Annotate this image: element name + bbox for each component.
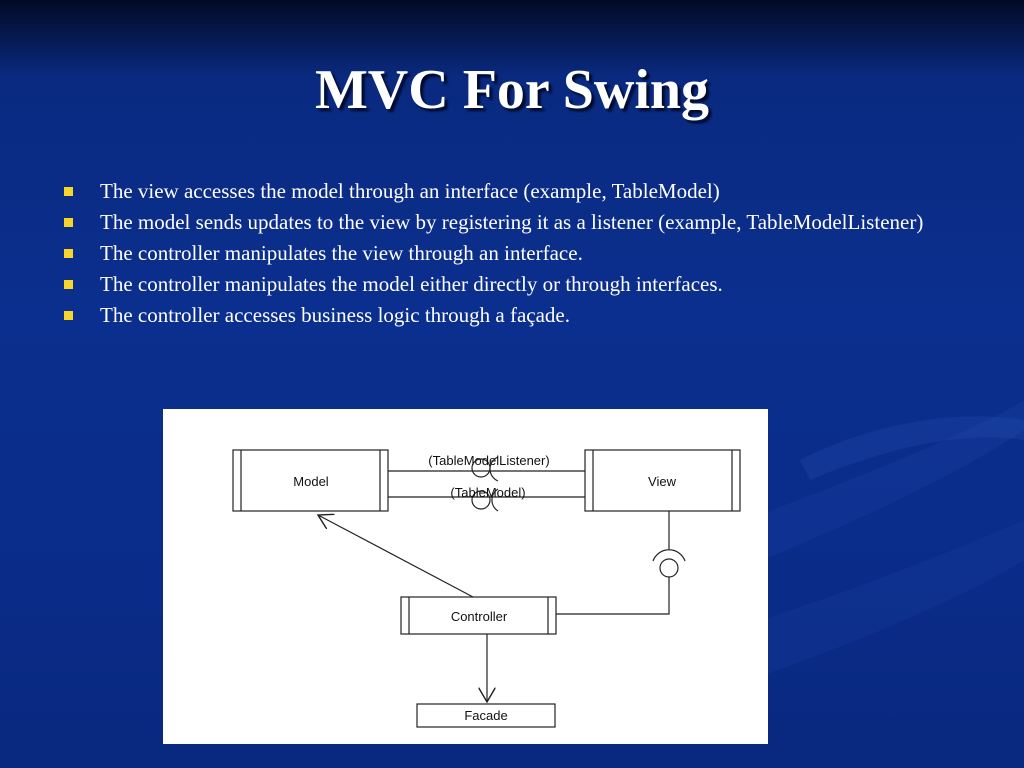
view-box: View	[584, 449, 741, 512]
bullet-square-icon	[64, 280, 73, 289]
view-interface-icon	[652, 511, 686, 578]
bullet-text: The controller manipulates the view thro…	[100, 241, 583, 265]
model-box: Model	[232, 449, 389, 512]
controller-to-view-connector	[556, 577, 670, 615]
listener-interface-label: (TableModelListener)	[428, 453, 549, 468]
controller-box: Controller	[400, 596, 557, 635]
controller-to-model-arrow	[318, 515, 474, 598]
bullet-square-icon	[64, 187, 73, 196]
tablemodel-interface-label: (TableModel)	[450, 485, 525, 500]
view-label: View	[648, 474, 677, 489]
facade-label: Facade	[464, 708, 507, 723]
bullet-item: The view accesses the model through an i…	[60, 180, 960, 203]
mvc-diagram: Model View (TableModelListener) (TableMo…	[163, 409, 768, 744]
tablemodel-interface-icon	[471, 488, 499, 512]
bullet-square-icon	[64, 218, 73, 227]
bullet-square-icon	[64, 311, 73, 320]
controller-label: Controller	[451, 609, 508, 624]
bullet-text: The controller manipulates the model eit…	[100, 272, 723, 296]
bullet-item: The controller accesses business logic t…	[60, 304, 960, 327]
bullet-square-icon	[64, 249, 73, 258]
slide-title: MVC For Swing	[314, 59, 710, 121]
bullet-item: The controller manipulates the view thro…	[60, 242, 960, 265]
mvc-diagram-svg: Model View (TableModelListener) (TableMo…	[232, 449, 741, 728]
listener-interface-icon	[471, 456, 499, 482]
bullet-text: The model sends updates to the view by r…	[100, 210, 924, 234]
bullet-item: The controller manipulates the model eit…	[60, 273, 960, 296]
facade-box: Facade	[416, 703, 556, 728]
bullet-item: The model sends updates to the view by r…	[60, 211, 960, 234]
bullet-text: The view accesses the model through an i…	[100, 179, 720, 203]
bullet-text: The controller accesses business logic t…	[100, 303, 570, 327]
bullet-list: The view accesses the model through an i…	[60, 180, 960, 335]
model-label: Model	[293, 474, 329, 489]
